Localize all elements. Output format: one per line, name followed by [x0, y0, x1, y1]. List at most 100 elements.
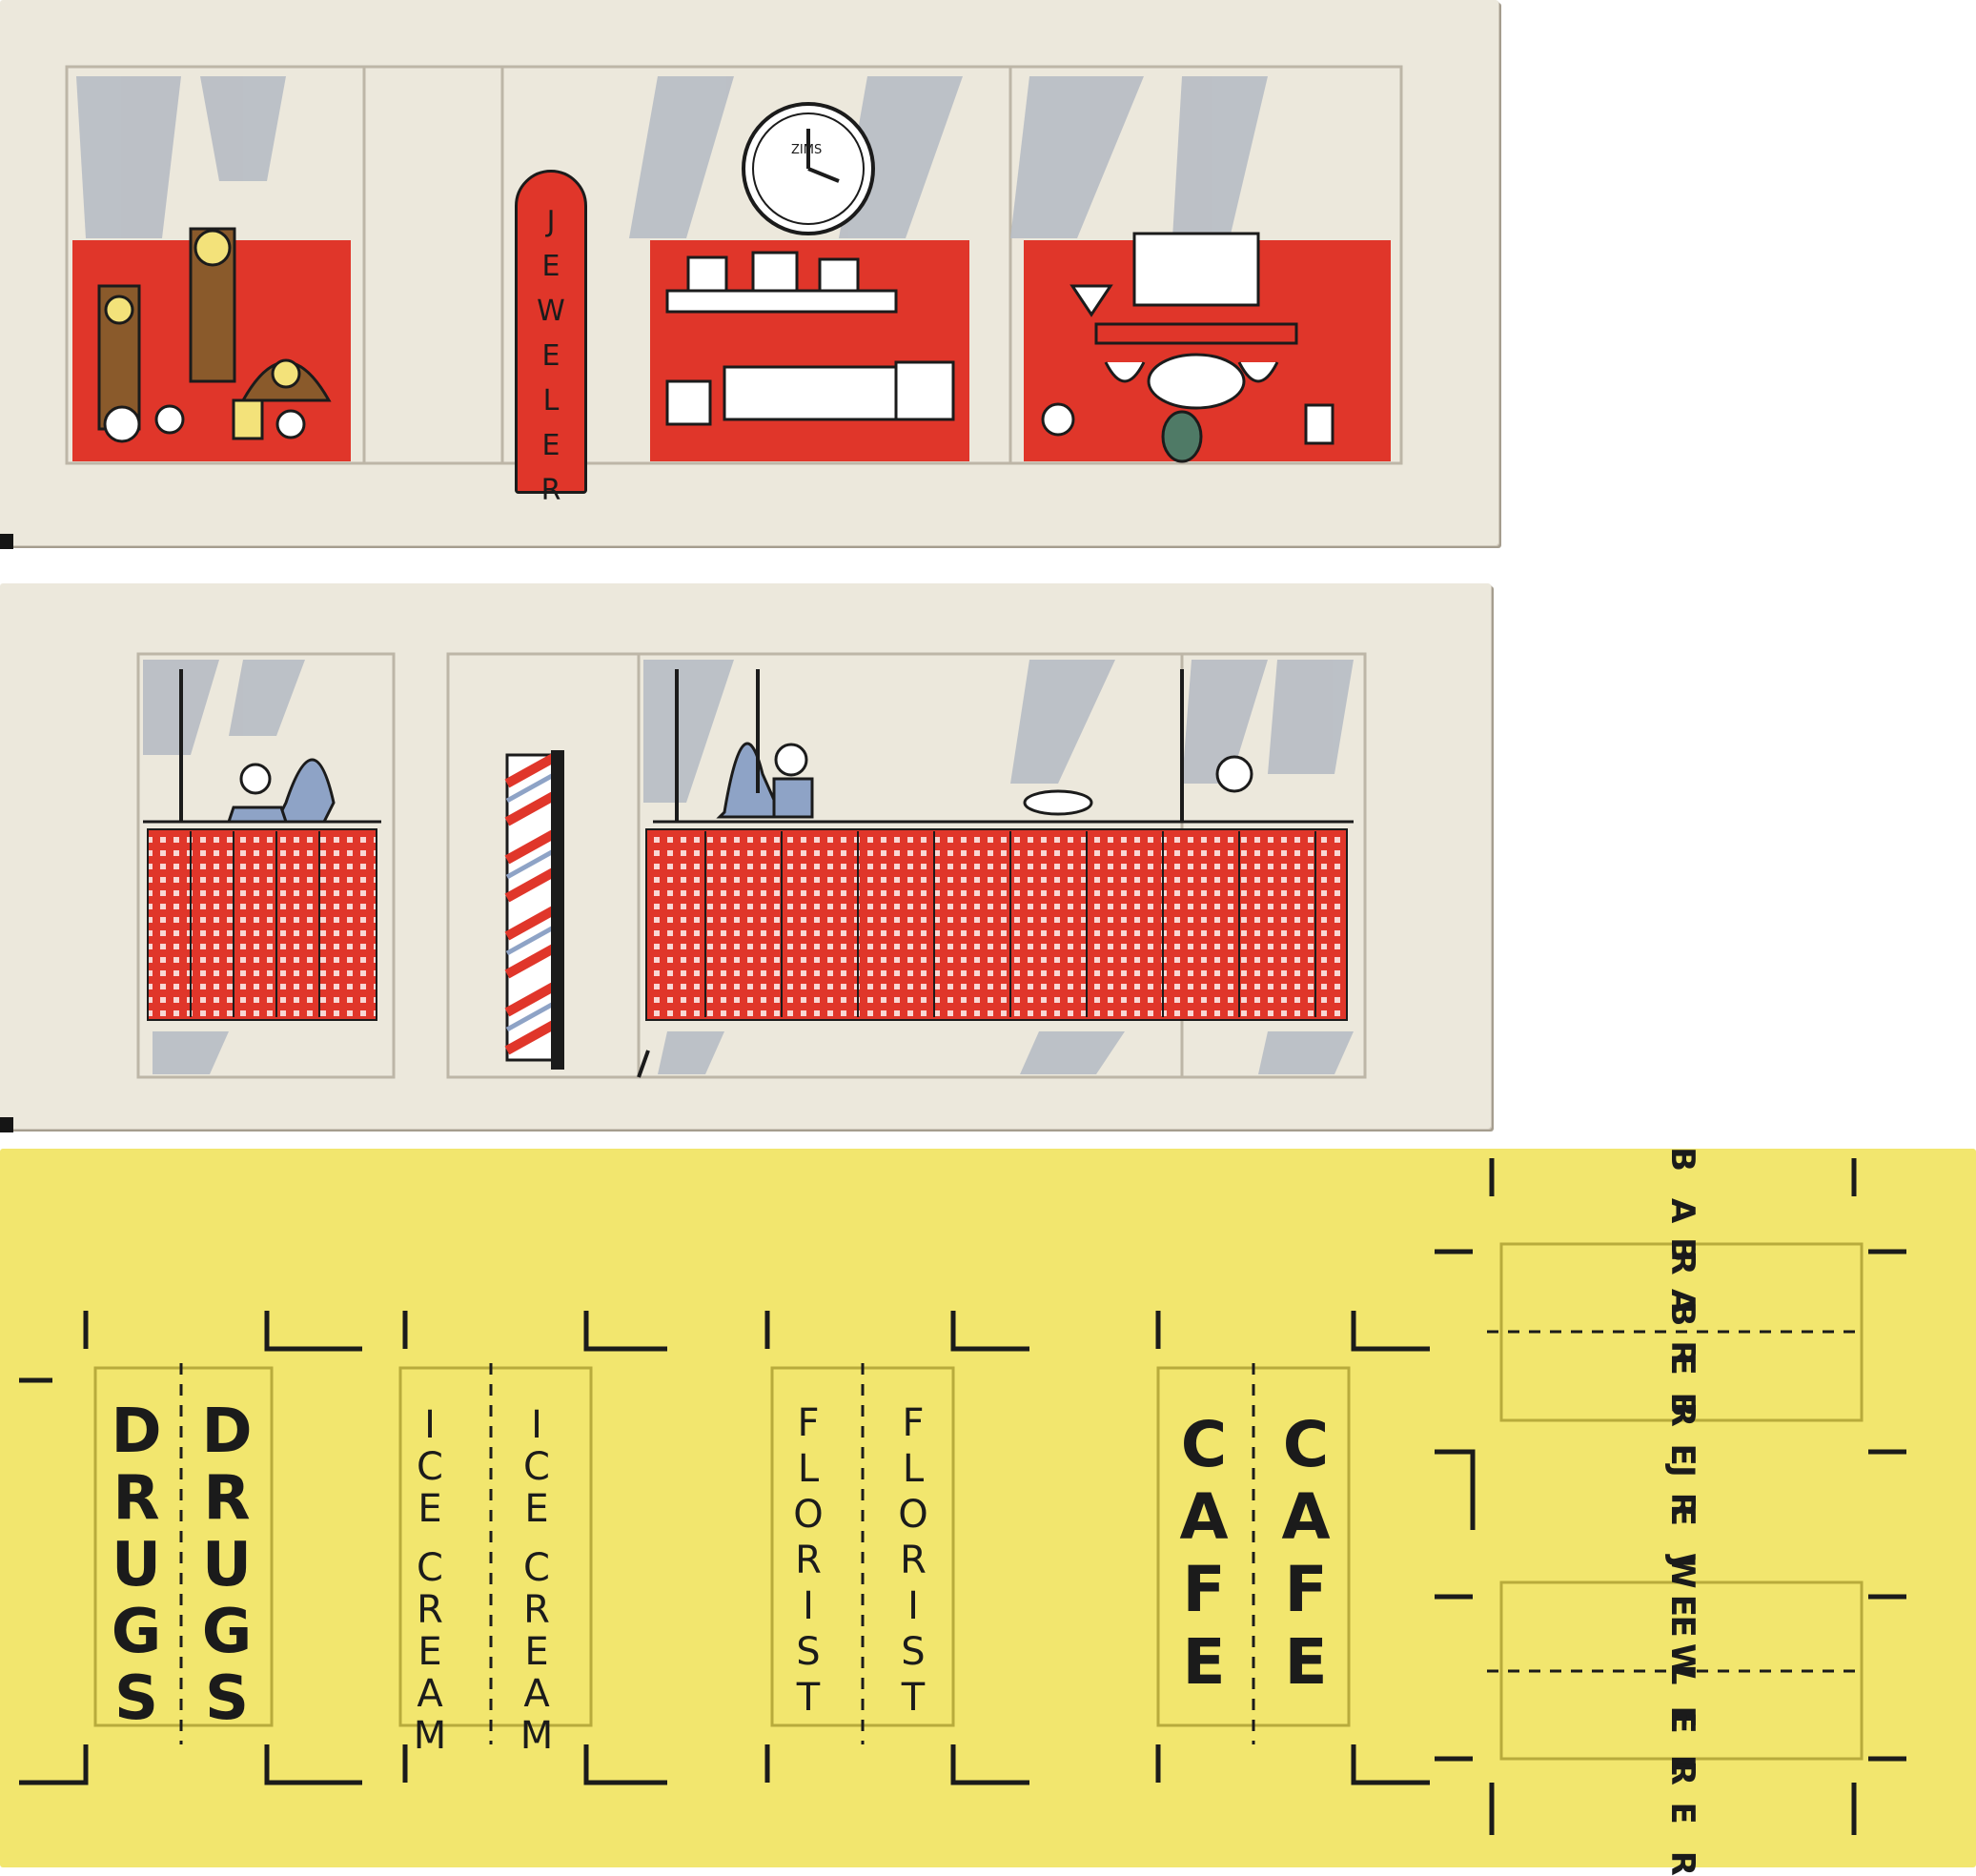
- sign-letter: T: [796, 1676, 821, 1720]
- barber-panel: [1499, 1242, 1864, 1422]
- barber-pole: [504, 750, 564, 1070]
- cafe-sign-right: C A F E: [1273, 1414, 1339, 1694]
- sign-letter: L: [797, 1447, 820, 1491]
- sign-letter: R: [1663, 1850, 1701, 1876]
- barber-figure: [716, 742, 784, 819]
- sign-letter: C: [523, 1546, 550, 1590]
- sign-letter: D: [111, 1397, 162, 1467]
- sign-letter: B: [1663, 1147, 1701, 1172]
- sign-letter: R: [203, 1463, 251, 1534]
- store-signs-card: D R U G S D R U G S I C E C R E A M I C …: [0, 1147, 1976, 1876]
- sign-letter: S: [204, 1663, 250, 1734]
- sign-letter: W: [537, 295, 565, 328]
- sign-letter: U: [202, 1530, 252, 1601]
- sign-letter: I: [803, 1584, 814, 1628]
- drugs-sign-left: D R U G S: [103, 1401, 170, 1729]
- sign-letter: B: [1663, 1237, 1701, 1263]
- jeweler-storefront-card: J E W E L E R ZIMS: [0, 0, 1498, 549]
- display-shelf: [665, 289, 898, 314]
- sign-letter: R: [795, 1539, 822, 1582]
- mirror: [1132, 232, 1260, 307]
- sign-letter: E: [541, 429, 560, 462]
- ice-cream-sign-left: I C E C R E A M: [413, 1406, 447, 1755]
- sign-letter: E: [418, 1630, 442, 1674]
- sign-letter: O: [898, 1493, 928, 1537]
- jeweler-sign: J E W E L E R: [515, 170, 587, 507]
- window-panel-left: [136, 652, 396, 1079]
- sign-letter: A: [417, 1672, 443, 1716]
- window-curtain-left: [147, 828, 377, 1021]
- sign-letter: M: [413, 1714, 447, 1758]
- window-panel-right: [637, 652, 1367, 1079]
- card-edge-tab: [0, 534, 13, 549]
- sign-letter: R: [1663, 1340, 1701, 1366]
- sign-letter: R: [112, 1463, 160, 1534]
- sign-letter: G: [111, 1597, 162, 1667]
- sign-letter: C: [523, 1445, 550, 1489]
- sign-letter: E: [1663, 1443, 1701, 1466]
- drugs-panel: [93, 1366, 274, 1727]
- sign-letter: J: [546, 205, 556, 238]
- cafe-sign-left: C A F E: [1171, 1414, 1237, 1694]
- sign-letter: C: [417, 1546, 443, 1590]
- window-panel-right: [500, 65, 1403, 465]
- sign-letter: E: [1182, 1625, 1226, 1699]
- sign-letter: S: [796, 1630, 821, 1674]
- customer-head: [774, 743, 808, 777]
- sign-letter: E: [418, 1487, 442, 1531]
- ice-cream-sign-right: I C E C R E A M: [519, 1406, 554, 1755]
- sign-letter: L: [902, 1447, 925, 1491]
- sign-letter: R: [540, 474, 561, 507]
- reclining-customer: [1023, 789, 1093, 816]
- sign-letter: W: [1663, 1643, 1701, 1680]
- ice-cream-panel: [398, 1366, 593, 1727]
- sign-letter: A: [1663, 1289, 1701, 1315]
- barber-storefront-card: [0, 583, 1491, 1132]
- sign-letter: E: [541, 339, 560, 373]
- jeweler-sign-bottom: J E W E L E R: [1663, 1556, 1701, 1876]
- sign-letter: C: [1282, 1408, 1330, 1481]
- drugs-sign-right: D R U G S: [194, 1401, 260, 1729]
- customer-head: [1215, 755, 1253, 793]
- signs-cutout-guides: [19, 1158, 1906, 1835]
- sign-letter: D: [201, 1397, 253, 1467]
- sign-letter: U: [112, 1530, 161, 1601]
- sign-letter: A: [523, 1672, 550, 1716]
- window-curtain-right: [645, 828, 1348, 1021]
- florist-sign-left: F L O R I S T: [791, 1404, 825, 1717]
- barber-figure: [274, 758, 336, 824]
- vase: [1161, 410, 1203, 463]
- jeweler-storefront-illustration: [65, 65, 1403, 465]
- sign-letter: E: [541, 250, 560, 283]
- sign-letter: M: [519, 1714, 554, 1758]
- sign-letter: E: [1663, 1802, 1701, 1825]
- sign-letter: J: [1663, 1556, 1701, 1568]
- sign-letter: J: [1663, 1465, 1701, 1478]
- sign-letter: F: [797, 1401, 820, 1445]
- sign-letter: L: [542, 384, 560, 418]
- sign-letter: F: [1182, 1553, 1226, 1626]
- sign-letter: E: [1663, 1594, 1701, 1618]
- sign-letter: E: [524, 1630, 549, 1674]
- sign-letter: E: [524, 1487, 549, 1531]
- sign-letter: C: [1180, 1408, 1228, 1481]
- sign-letter: F: [1284, 1553, 1328, 1626]
- sign-letter: O: [793, 1493, 824, 1537]
- sign-letter: E: [1284, 1625, 1328, 1699]
- sign-letter: F: [902, 1401, 925, 1445]
- sign-letter: B: [1663, 1392, 1701, 1417]
- sign-letter: C: [417, 1445, 443, 1489]
- sign-letter: S: [901, 1630, 926, 1674]
- sign-letter: E: [1663, 1705, 1701, 1728]
- sign-letter: G: [201, 1597, 253, 1667]
- sign-letter: E: [1663, 1503, 1701, 1527]
- sign-letter: A: [1281, 1480, 1331, 1554]
- wall-clock: [742, 102, 875, 235]
- florist-sign-right: F L O R I S T: [896, 1404, 930, 1717]
- sign-letter: R: [417, 1588, 443, 1632]
- sign-letter: R: [900, 1539, 927, 1582]
- card-edge-tab: [0, 1117, 13, 1132]
- clock-brand-label: ZIMS: [791, 143, 823, 157]
- serving-platter: [1147, 353, 1246, 410]
- jeweler-panel: [1499, 1580, 1864, 1761]
